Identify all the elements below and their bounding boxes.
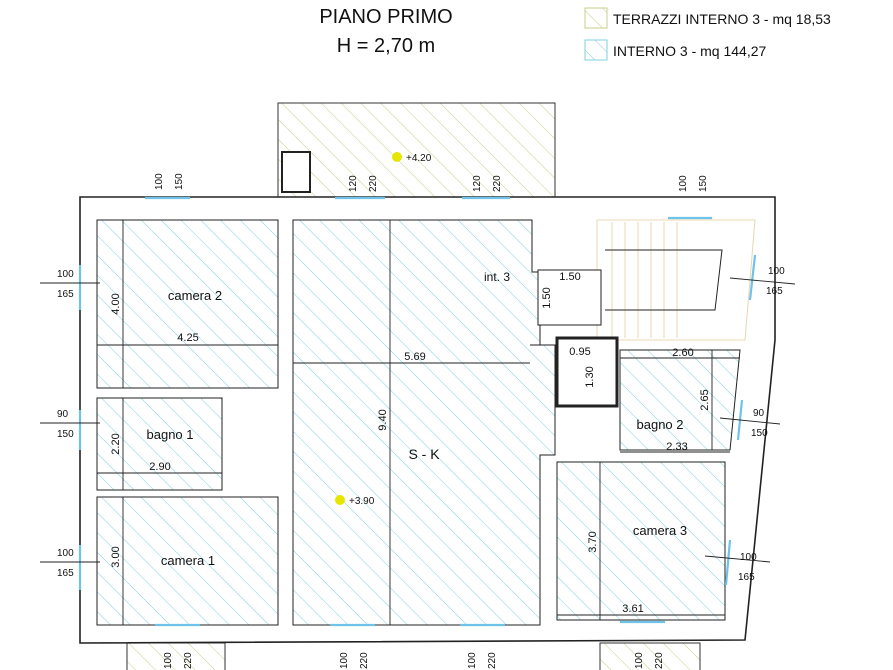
room-camera-3: [556, 461, 726, 621]
opening-top-3-width: 120: [472, 175, 483, 192]
room-bagno-2: [619, 349, 741, 451]
room-camera-2: [96, 219, 279, 389]
dim-camera3-height: 3.70: [587, 531, 599, 552]
opening-right-3-width: 100: [740, 552, 757, 563]
opening-top-4-height: 150: [698, 175, 709, 192]
terrace-top: [277, 102, 556, 198]
opening-bottom-4-height: 220: [654, 652, 665, 669]
stair-steps: [611, 222, 678, 338]
dim-camera3-width: 3.61: [622, 603, 643, 615]
plan-height: H = 2,70 m: [337, 35, 435, 57]
opening-right-1-width: 100: [768, 266, 785, 277]
legend-terrace: TERRAZZI INTERNO 3 - mq 18,53: [613, 11, 831, 27]
windows: [78, 196, 757, 627]
opening-bottom-4-width: 100: [634, 652, 645, 669]
room-s-k: [292, 219, 556, 626]
opening-top-2-width: 120: [348, 175, 359, 192]
dim-lift-height: 1.50: [541, 287, 553, 308]
dim-sk-width: 5.69: [404, 351, 425, 363]
dim-shaft-height: 1.30: [584, 366, 596, 387]
legend-swatch-terrace: [584, 7, 608, 29]
opening-right-2-height: 150: [751, 428, 768, 439]
dim-bagno2-width-2: 2.33: [666, 441, 687, 453]
dim-bagno2-height: 2.65: [699, 389, 711, 410]
label-bagno-1: bagno 1: [147, 427, 194, 442]
level-terrace: +4.20: [406, 153, 432, 164]
label-camera-2: camera 2: [168, 288, 222, 303]
dim-camera2-height: 4.00: [110, 293, 122, 314]
lift-landing: [537, 269, 602, 326]
dim-bagno2-width: 2.60: [672, 347, 693, 359]
stair-arrow: [605, 249, 723, 311]
dim-lift-width: 1.50: [559, 271, 580, 283]
dim-bagno1-height: 2.20: [110, 433, 122, 454]
dim-camera1-height: 3.00: [110, 546, 122, 567]
opening-bottom-2-height: 220: [359, 652, 370, 669]
opening-top-2-height: 220: [368, 175, 379, 192]
terrace-bottom-left: [126, 642, 226, 670]
label-camera-3: camera 3: [633, 523, 687, 538]
label-s-k: S - K: [408, 446, 440, 462]
legend-interior: INTERNO 3 - mq 144,27: [613, 43, 766, 59]
opening-top-4-width: 100: [678, 175, 689, 192]
opening-bottom-3-height: 220: [487, 652, 498, 669]
opening-left-1-width: 100: [57, 269, 74, 280]
plan-title: PIANO PRIMO: [319, 6, 452, 28]
dim-camera2-width: 4.25: [177, 332, 198, 344]
room-bagno-1: [96, 397, 223, 491]
dim-sk-height: 9.40: [377, 409, 389, 430]
dim-shaft-width: 0.95: [569, 346, 590, 358]
label-int-3: int. 3: [484, 270, 510, 284]
opening-top-3-height: 220: [492, 175, 503, 192]
opening-bottom-3-width: 100: [467, 652, 478, 669]
dimension-labels: 4.25 4.00 5.69 9.40 2.90 2.20 3.00 1.50 …: [110, 271, 711, 615]
lift-shaft: [555, 336, 619, 408]
opening-left-1-height: 165: [57, 289, 74, 300]
level-marker-icon: [392, 152, 402, 162]
opening-labels: 100 150 120 220 120 220 100 150 100 165 …: [57, 173, 785, 669]
opening-bottom-1-height: 220: [183, 652, 194, 669]
dim-bagno1-width: 2.90: [149, 461, 170, 473]
opening-left-3-width: 100: [57, 548, 74, 559]
stairs: [596, 219, 756, 341]
outdoor-unit: [281, 151, 311, 193]
opening-top-1-height: 150: [174, 173, 185, 190]
legend-swatch-interior: [584, 39, 608, 61]
opening-bottom-1-width: 100: [163, 652, 174, 669]
terrace-bottom-right: [599, 642, 701, 670]
opening-right-1-height: 165: [766, 286, 783, 297]
opening-left-3-height: 165: [57, 568, 74, 579]
dimension-lines: [40, 220, 796, 625]
opening-top-1-width: 100: [154, 173, 165, 190]
label-camera-1: camera 1: [161, 553, 215, 568]
opening-bottom-2-width: 100: [339, 652, 350, 669]
opening-right-2-width: 90: [753, 408, 765, 419]
opening-left-2-height: 150: [57, 429, 74, 440]
level-marker-icon: [335, 495, 345, 505]
opening-right-3-height: 165: [738, 572, 755, 583]
label-bagno-2: bagno 2: [637, 417, 684, 432]
level-living: +3.90: [349, 496, 375, 507]
opening-left-2-width: 90: [57, 409, 69, 420]
